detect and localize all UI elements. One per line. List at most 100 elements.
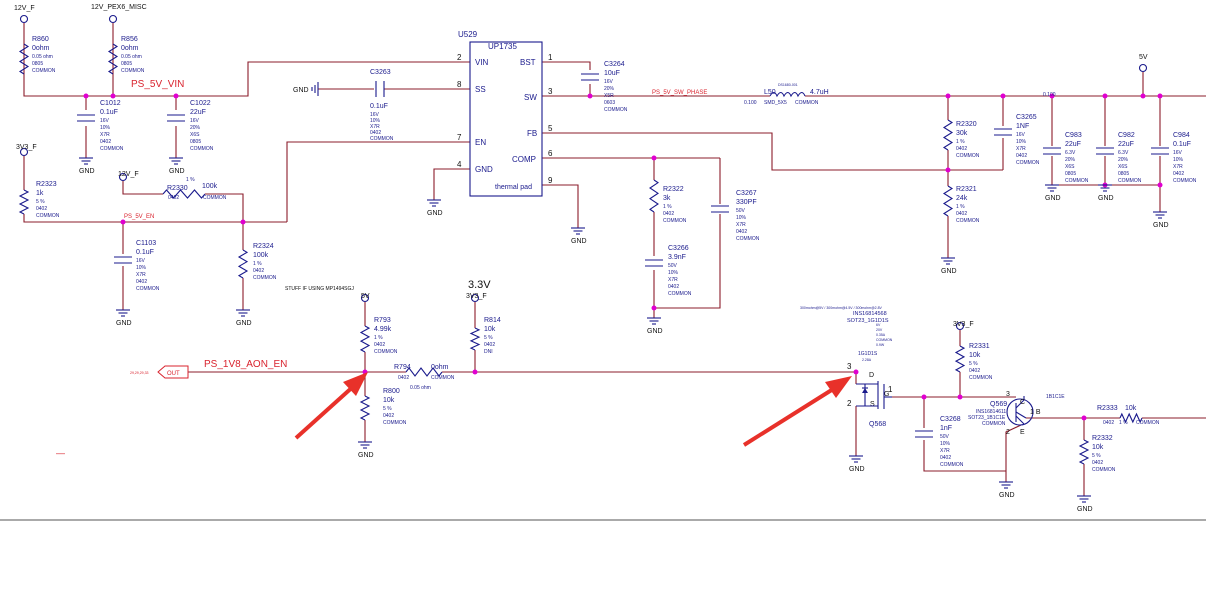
svg-text:5V: 5V	[1139, 54, 1148, 61]
svg-text:0402: 0402	[1092, 460, 1103, 466]
svg-text:2: 2	[1006, 429, 1010, 436]
svg-text:INS16814611: INS16814611	[976, 409, 1006, 415]
net-ps-1v8-aon-en: PS_1V8_AON_EN	[204, 359, 287, 370]
svg-text:X7R: X7R	[668, 277, 678, 283]
svg-text:0ohm: 0ohm	[431, 364, 449, 371]
svg-text:COMMON: COMMON	[1136, 420, 1160, 426]
svg-text:1k: 1k	[36, 190, 44, 197]
svg-text:GND: GND	[427, 210, 443, 217]
svg-text:6.3V: 6.3V	[1065, 150, 1076, 156]
svg-text:DNI: DNI	[484, 349, 493, 355]
svg-text:1 %: 1 %	[956, 204, 965, 210]
svg-text:INS16814568: INS16814568	[853, 311, 887, 317]
svg-text:BST: BST	[520, 58, 536, 67]
svg-text:COMP: COMP	[512, 155, 536, 164]
svg-text:3: 3	[548, 87, 553, 96]
svg-text:0402: 0402	[168, 195, 179, 201]
svg-text:SW: SW	[524, 93, 537, 102]
svg-text:2.28A: 2.28A	[862, 358, 872, 362]
svg-text:5 %: 5 %	[484, 335, 493, 341]
svg-text:GND: GND	[79, 168, 95, 175]
svg-text:0603: 0603	[604, 100, 615, 106]
svg-text:0402: 0402	[370, 130, 381, 136]
ground-icon: GND	[1153, 211, 1169, 229]
svg-text:COMMON: COMMON	[370, 136, 394, 142]
svg-text:R2332: R2332	[1092, 435, 1113, 442]
svg-text:R2320: R2320	[956, 121, 977, 128]
svg-text:R2322: R2322	[663, 186, 684, 193]
svg-text:SOT23_1B1C1E: SOT23_1B1C1E	[968, 415, 1006, 421]
svg-text:COMMON: COMMON	[795, 100, 819, 106]
svg-text:GND: GND	[116, 320, 132, 327]
svg-text:16V: 16V	[1016, 132, 1026, 138]
ground-icon: GND	[571, 227, 587, 245]
svg-text:C984: C984	[1173, 132, 1190, 139]
svg-text:R860: R860	[32, 36, 49, 43]
svg-text:X6S: X6S	[1065, 164, 1075, 170]
svg-text:3k: 3k	[663, 195, 671, 202]
gnd-pin-symbol: GND	[293, 82, 319, 96]
ic-ref: U529	[458, 30, 478, 39]
svg-text:COMMON: COMMON	[431, 375, 455, 381]
annotation-arrow-left	[294, 372, 368, 440]
svg-text:COMMON: COMMON	[1173, 178, 1197, 184]
ic-part: UP1735	[488, 42, 517, 51]
svg-text:G: G	[884, 391, 889, 398]
svg-text:C3266: C3266	[668, 245, 689, 252]
svg-text:20%: 20%	[1065, 157, 1076, 163]
svg-text:24k: 24k	[956, 195, 968, 202]
svg-text:300mohm@5V / 300mohm@4.5V / 30: 300mohm@5V / 300mohm@4.5V / 300mohm@2.8V	[800, 306, 883, 310]
svg-text:R2324: R2324	[253, 243, 274, 250]
svg-text:COMMON: COMMON	[121, 68, 145, 74]
ground-icon: GND	[1077, 495, 1093, 513]
svg-text:X7R: X7R	[940, 448, 950, 454]
svg-text:C1103: C1103	[136, 240, 156, 247]
svg-text:COMMON: COMMON	[982, 421, 1006, 427]
svg-text:C3267: C3267	[736, 190, 757, 197]
ground-icon: GND	[116, 309, 132, 327]
svg-text:0402: 0402	[374, 342, 385, 348]
svg-text:COMMON: COMMON	[956, 218, 980, 224]
svg-text:50V: 50V	[736, 208, 746, 214]
svg-text:COMMON: COMMON	[1065, 178, 1089, 184]
svg-text:COMMON: COMMON	[190, 146, 214, 152]
svg-text:0402: 0402	[136, 279, 147, 285]
net-ps-5v-en: PS_5V_EN	[124, 214, 154, 220]
ground-icon: GND	[427, 199, 443, 217]
svg-text:4.99k: 4.99k	[374, 326, 392, 333]
svg-text:16V: 16V	[190, 118, 200, 124]
svg-text:0402: 0402	[1173, 171, 1184, 177]
svg-text:COMMON: COMMON	[969, 375, 993, 381]
svg-text:GND: GND	[475, 165, 493, 174]
svg-text:R2331: R2331	[969, 343, 990, 350]
ground-icon: GND	[849, 455, 865, 473]
svg-text:COMMON: COMMON	[736, 236, 760, 242]
svg-text:VIN: VIN	[475, 58, 489, 67]
svg-text:GND: GND	[169, 168, 185, 175]
ground-icon: GND	[941, 257, 957, 275]
svg-text:16V: 16V	[1173, 150, 1183, 156]
svg-text:0805: 0805	[32, 61, 43, 67]
svg-text:X6S: X6S	[1118, 164, 1128, 170]
svg-text:X5R: X5R	[604, 93, 614, 99]
svg-text:COMMON: COMMON	[32, 68, 56, 74]
svg-text:1 %: 1 %	[663, 204, 672, 210]
out-port-tag: OUT	[157, 365, 189, 379]
svg-text:2: 2	[847, 399, 852, 408]
svg-text:5 %: 5 %	[969, 361, 978, 367]
svg-text:5 %: 5 %	[36, 199, 45, 205]
svg-text:16V: 16V	[604, 79, 614, 85]
